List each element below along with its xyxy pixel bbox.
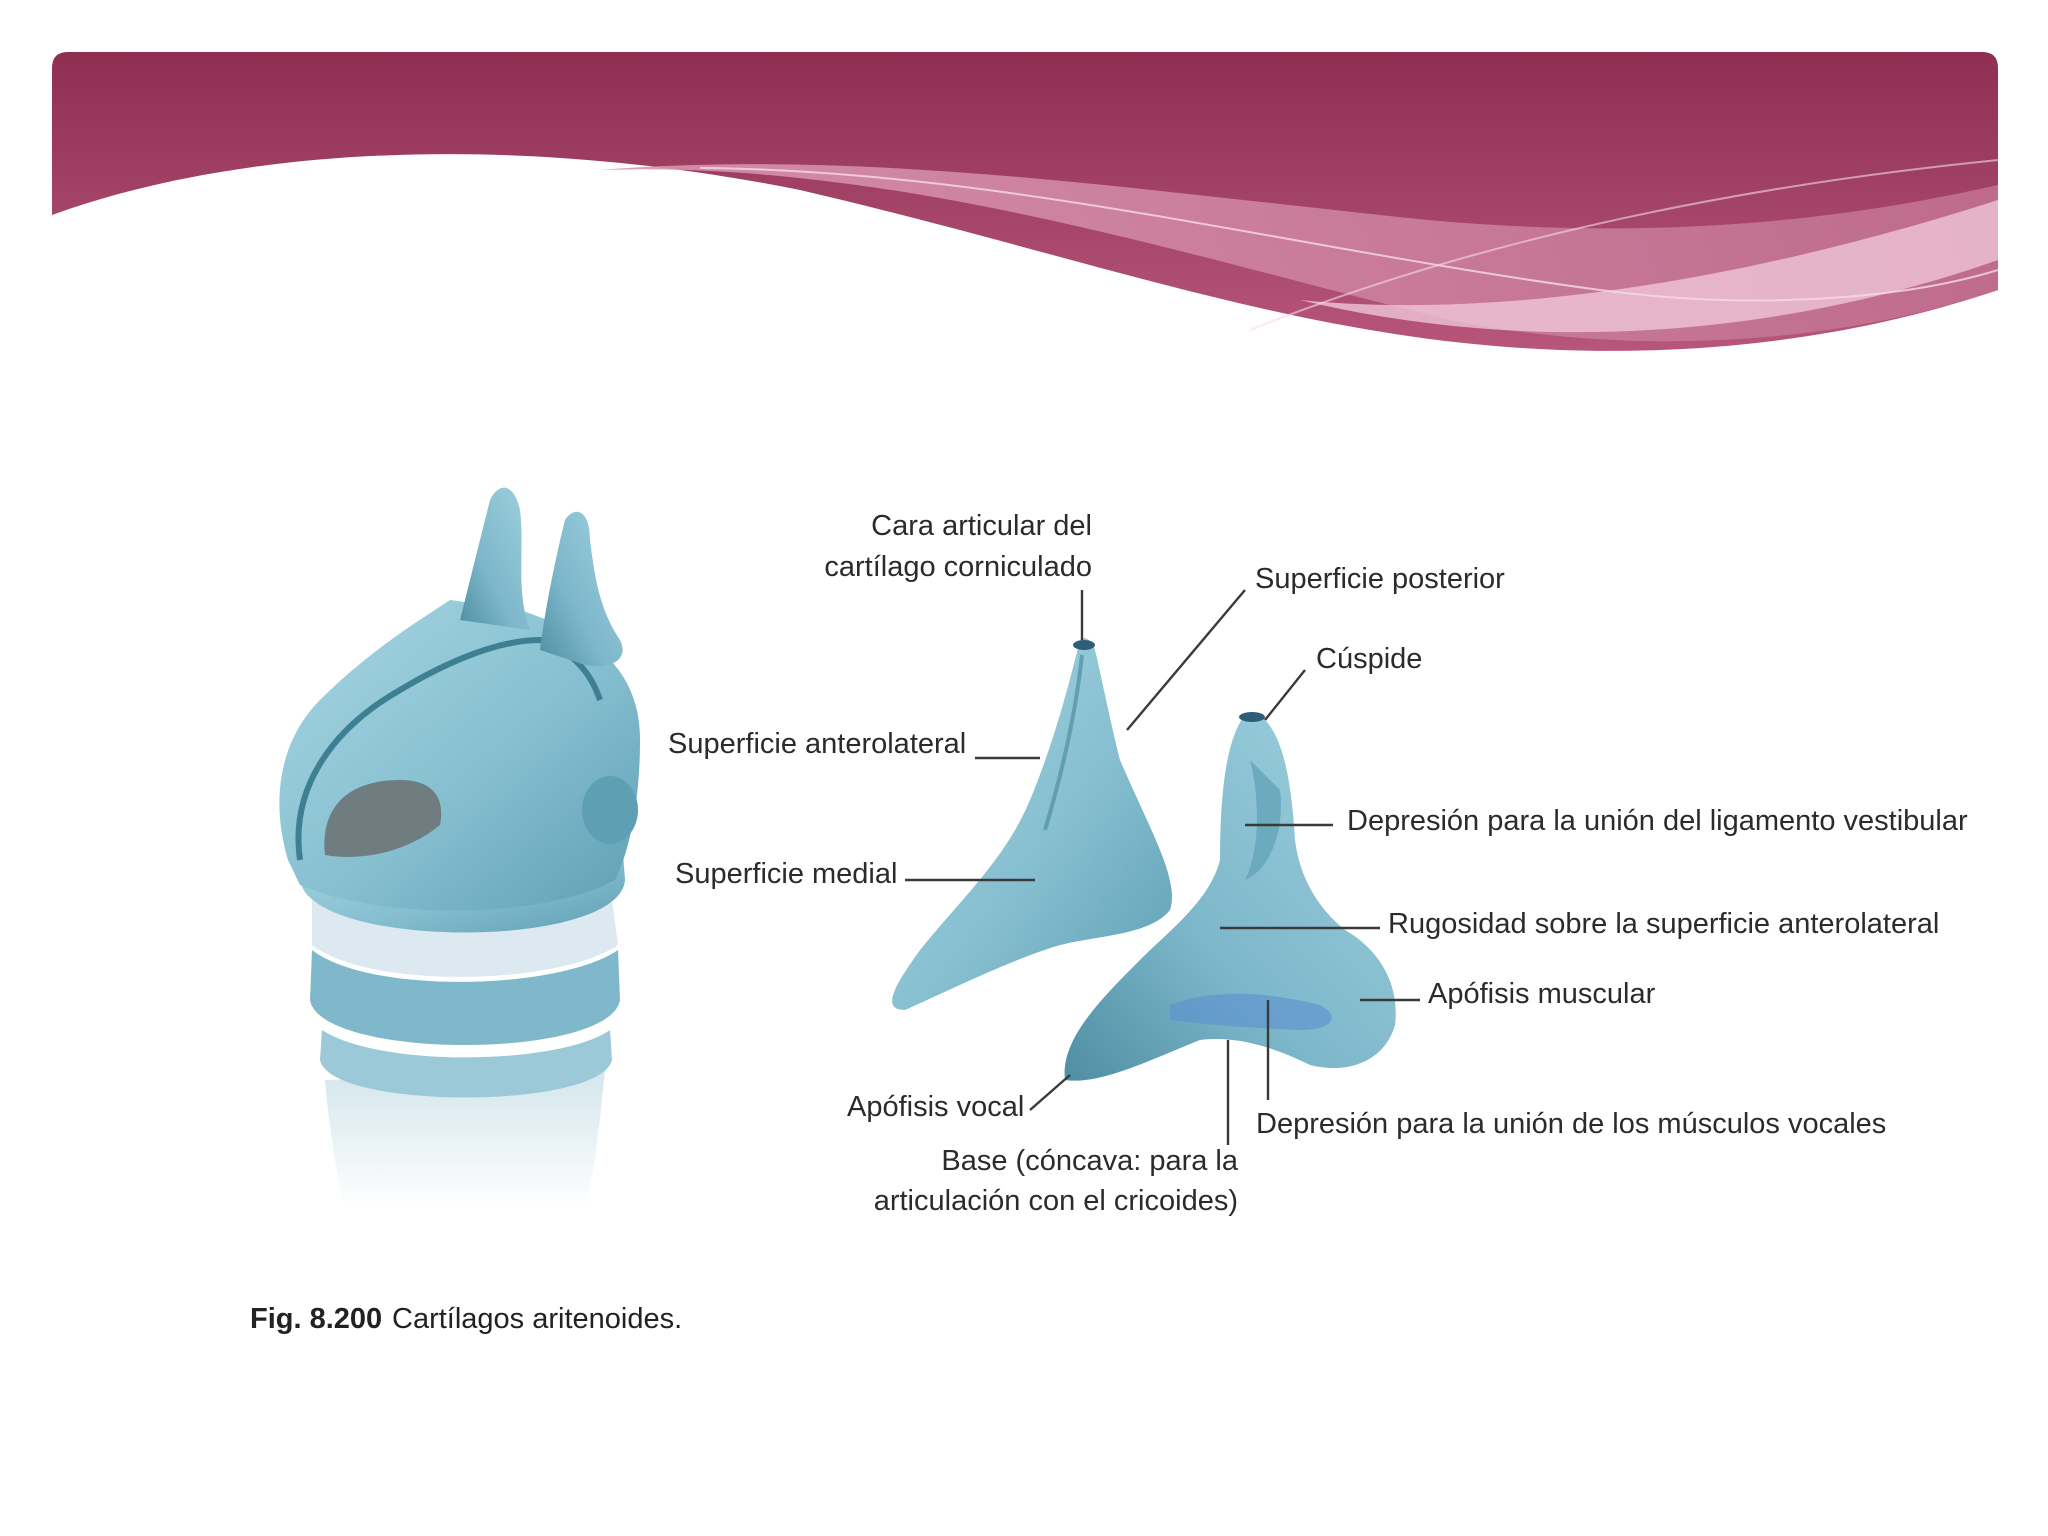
label-corniculate-facet-2: cartílago corniculado	[824, 551, 1092, 583]
corniculate-left	[460, 487, 530, 630]
label-base-1: Base (cóncava: para la	[941, 1145, 1238, 1177]
label-base-2: articulación con el cricoides)	[874, 1185, 1238, 1217]
caption-number: Fig. 8.200	[250, 1303, 382, 1335]
label-anterolateral-surface: Superficie anterolateral	[668, 728, 966, 760]
larynx-illustration	[279, 487, 640, 1210]
label-apex: Cúspide	[1316, 643, 1422, 675]
trachea-ring-2	[310, 950, 620, 1045]
arytenoid-lateral-view	[1064, 712, 1396, 1081]
header-banner	[52, 52, 1999, 351]
arytenoid-medial-view	[892, 638, 1172, 1010]
trachea-membrane	[312, 900, 618, 977]
arytenoid-medial-ridge	[1043, 654, 1084, 831]
label-corniculate-facet-1: Cara articular del	[871, 510, 1092, 542]
apex-tip	[1239, 712, 1265, 722]
articular-facet-left	[582, 776, 638, 844]
label-vocalis-depression: Depresión para la unión de los músculos …	[1256, 1108, 1886, 1140]
leader-apex	[1264, 669, 1306, 721]
label-vestibular-depression: Depresión para la unión del ligamento ve…	[1347, 805, 1968, 837]
vestibular-depression	[1245, 760, 1281, 880]
trachea-ring-3	[320, 1030, 612, 1098]
arytenoid-opening	[324, 780, 442, 857]
caption-text: Cartílagos aritenoides.	[392, 1303, 682, 1335]
trachea-lower	[325, 1070, 605, 1210]
leader-lines	[905, 589, 1420, 1145]
banner-wave-line-2	[1249, 159, 1999, 331]
label-muscular-process: Apófisis muscular	[1428, 978, 1656, 1010]
leader-vocal-process	[1029, 1074, 1071, 1111]
label-vocal-process: Apófisis vocal	[847, 1091, 1024, 1123]
vocalis-depression	[1170, 993, 1332, 1030]
arytenoid-medial-shape	[892, 638, 1172, 1010]
corniculate-facet	[1073, 640, 1095, 650]
figure-caption: Fig. 8.200 Cartílagos aritenoides.	[250, 1303, 682, 1335]
banner-wave-line	[699, 167, 1999, 302]
label-rugosity: Rugosidad sobre la superficie anterolate…	[1388, 908, 1939, 940]
corniculate-right	[540, 511, 623, 667]
label-posterior-surface: Superficie posterior	[1255, 563, 1505, 595]
leader-posterior	[1126, 589, 1246, 731]
figure-labels: Cara articular del cartílago corniculado…	[668, 510, 1968, 1217]
label-medial-surface: Superficie medial	[675, 858, 897, 890]
arytenoid-lateral-shape	[1064, 712, 1396, 1081]
